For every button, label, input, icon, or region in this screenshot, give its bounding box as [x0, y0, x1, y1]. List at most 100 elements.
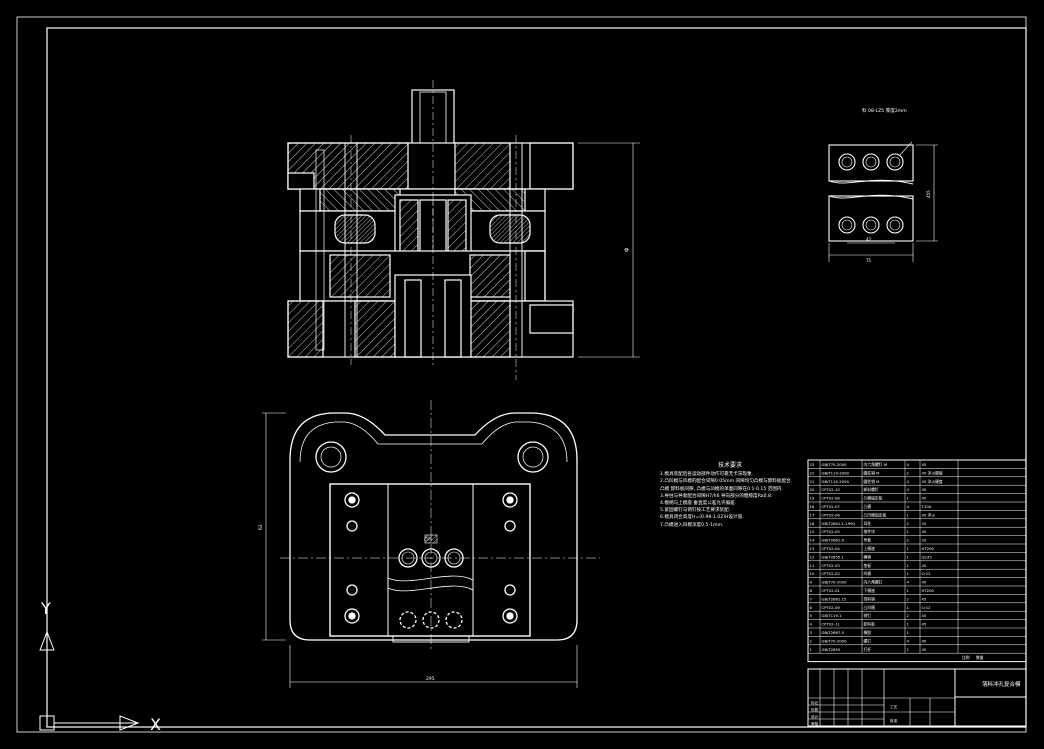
bom-cell: 11 [810, 563, 815, 568]
bom-cell: HT200 [922, 546, 935, 551]
bom-cell: 橡胶 [864, 630, 872, 635]
bom-cell: 45 [922, 496, 927, 501]
bom-cell: 5 [810, 613, 813, 618]
tech-note-line: 5.紧固螺钉与销钉按工艺要求装配. [660, 508, 731, 514]
bom-cell: 3 [810, 630, 813, 635]
bom-footer-cell: 比例 [962, 655, 970, 660]
ucs-axis-icon [39, 630, 140, 731]
plan-view [262, 400, 600, 688]
bom-cell: 下模座 [864, 588, 876, 593]
bom-cell: 13 [810, 546, 815, 551]
title-drawing-name: 落料冲孔复合模 [982, 680, 1021, 688]
bom-cell: 挡料销 [864, 596, 876, 601]
bom-cell: 18 [810, 504, 815, 509]
bom-cell: CPT02-03 [822, 563, 841, 568]
bom-cell: 45 [922, 613, 927, 618]
bom-cell: 45 [922, 580, 927, 585]
bom-cell: T10A [921, 504, 932, 509]
bom-cell: 1 [810, 647, 813, 652]
bom-cell: 12 [810, 554, 815, 559]
plan-dim-width: 295 [426, 676, 435, 682]
bom-cell: CPT02-06 [822, 512, 841, 517]
bom-cell: 螺钉 [864, 638, 872, 643]
bom-cell: 2 [907, 538, 910, 543]
bom-cell: GB/T119.1 [822, 613, 843, 618]
bom-cell: CPT02-01 [822, 588, 841, 593]
bom-cell: 4 [810, 622, 813, 627]
bom-cell: 1 [907, 563, 910, 568]
bom-cell: 9 [810, 580, 813, 585]
bom-cell: 1 [907, 529, 910, 534]
bom-cell: 1 [907, 496, 910, 501]
bom-cell: 4 [907, 638, 910, 643]
tech-note-line: 6.模具闭合高度H=(0.98-1.02)H设计值. [660, 515, 744, 521]
bom-cell: 20 [922, 538, 927, 543]
bom-cell: 2 [810, 638, 813, 643]
bom-cell: 1 [907, 605, 910, 610]
bom-cell: 垫板 [864, 563, 872, 568]
bom-cell: GB/T70-2000 [822, 580, 848, 585]
bom-cell: 模柄 [864, 554, 872, 559]
bom-cell: CPT02-05 [822, 529, 841, 534]
bom-cell: Q235 [922, 554, 933, 559]
section-height-dim: ф [624, 248, 630, 252]
bom-cell: 1 [907, 546, 910, 551]
bom-cell: CPT02-08 [822, 496, 841, 501]
bom-cell: 7 [810, 596, 813, 601]
bom-cell: 45 淬火 [922, 512, 936, 517]
bom-cell: 23 [810, 462, 815, 467]
bom-cell: 4 [907, 504, 910, 509]
bom-cell: 45 淬火硬度 [922, 470, 943, 475]
part-header-note: 料 08-LZ5 厚度2mm [862, 107, 907, 114]
bom-cell: 凹模 [864, 571, 872, 576]
bom-cell: 2 [907, 596, 910, 601]
bom-cell: 45 淬火硬度 [922, 479, 943, 484]
bom-cell: 1 [907, 571, 910, 576]
bom-cell: 45 [922, 622, 927, 627]
bom-cell: 17 [810, 512, 815, 517]
bom-cell: 19 [810, 496, 815, 501]
bom-cell: 45 [922, 462, 927, 467]
bom-cell: 1 [907, 647, 910, 652]
bom-cell: 凸模固定板 [864, 496, 883, 501]
bom-cell: 1 [907, 554, 910, 559]
bom-cell: Cr12 [922, 605, 932, 610]
part-dim-width: 75 [866, 258, 872, 263]
bom-cell: 14 [810, 538, 815, 543]
bom-cell: CPT02-10 [822, 487, 841, 492]
bom-cell: 10 [810, 571, 815, 576]
section-view [287, 80, 640, 380]
bom-cell: 圆柱销 M [864, 470, 880, 475]
bom-cell: 45 [922, 647, 927, 652]
bom-cell: CPT02-11 [822, 622, 841, 627]
tech-note-line: 1.模具装配后各运动部件动作可靠无卡滞现象. [660, 472, 754, 478]
bom-cell: 卸料螺钉 [864, 487, 879, 492]
bom-cell: 8 [810, 588, 813, 593]
bom-cell: 45 [922, 563, 927, 568]
bom-cell: 1 [907, 588, 910, 593]
bom-cell: GB/T70-2000 [822, 638, 848, 643]
bom-cell: 凸凹模 [864, 605, 876, 610]
title-cell-review: 审核 [811, 721, 819, 726]
bom-cell: 内六角螺钉 M [864, 462, 887, 467]
bom-cell: CPT02-09 [822, 605, 841, 610]
part-dim-hole-pitch: 47 [866, 237, 872, 242]
technical-requirements: 技术要求 1.模具装配后各运动部件动作可靠无卡滞现象. 2.凸凹模与凹模的配合间… [660, 462, 800, 529]
bom-cell: 4 [907, 479, 910, 484]
bom-cell: 6 [810, 605, 813, 610]
bom-cell: Cr12 [922, 571, 932, 576]
bom-cell: 上模座 [864, 546, 876, 551]
bom-cell: 4 [907, 580, 910, 585]
bom-cell: 凸模 [864, 504, 872, 509]
ucs-y-label: Y [40, 599, 51, 618]
bom-cell: 导柱 [864, 521, 872, 526]
title-cell-process: 工艺 [890, 704, 898, 709]
bom-cell: 21 [810, 479, 815, 484]
bom-cell: 凸凹模固定板 [864, 512, 887, 517]
bom-cell: GB/T2855 [822, 647, 841, 652]
bom-cell: 2 [907, 521, 910, 526]
bom-cell: 15 [810, 529, 815, 534]
bom-cell: 20 [810, 487, 815, 492]
bom-cell: 20 [922, 521, 927, 526]
